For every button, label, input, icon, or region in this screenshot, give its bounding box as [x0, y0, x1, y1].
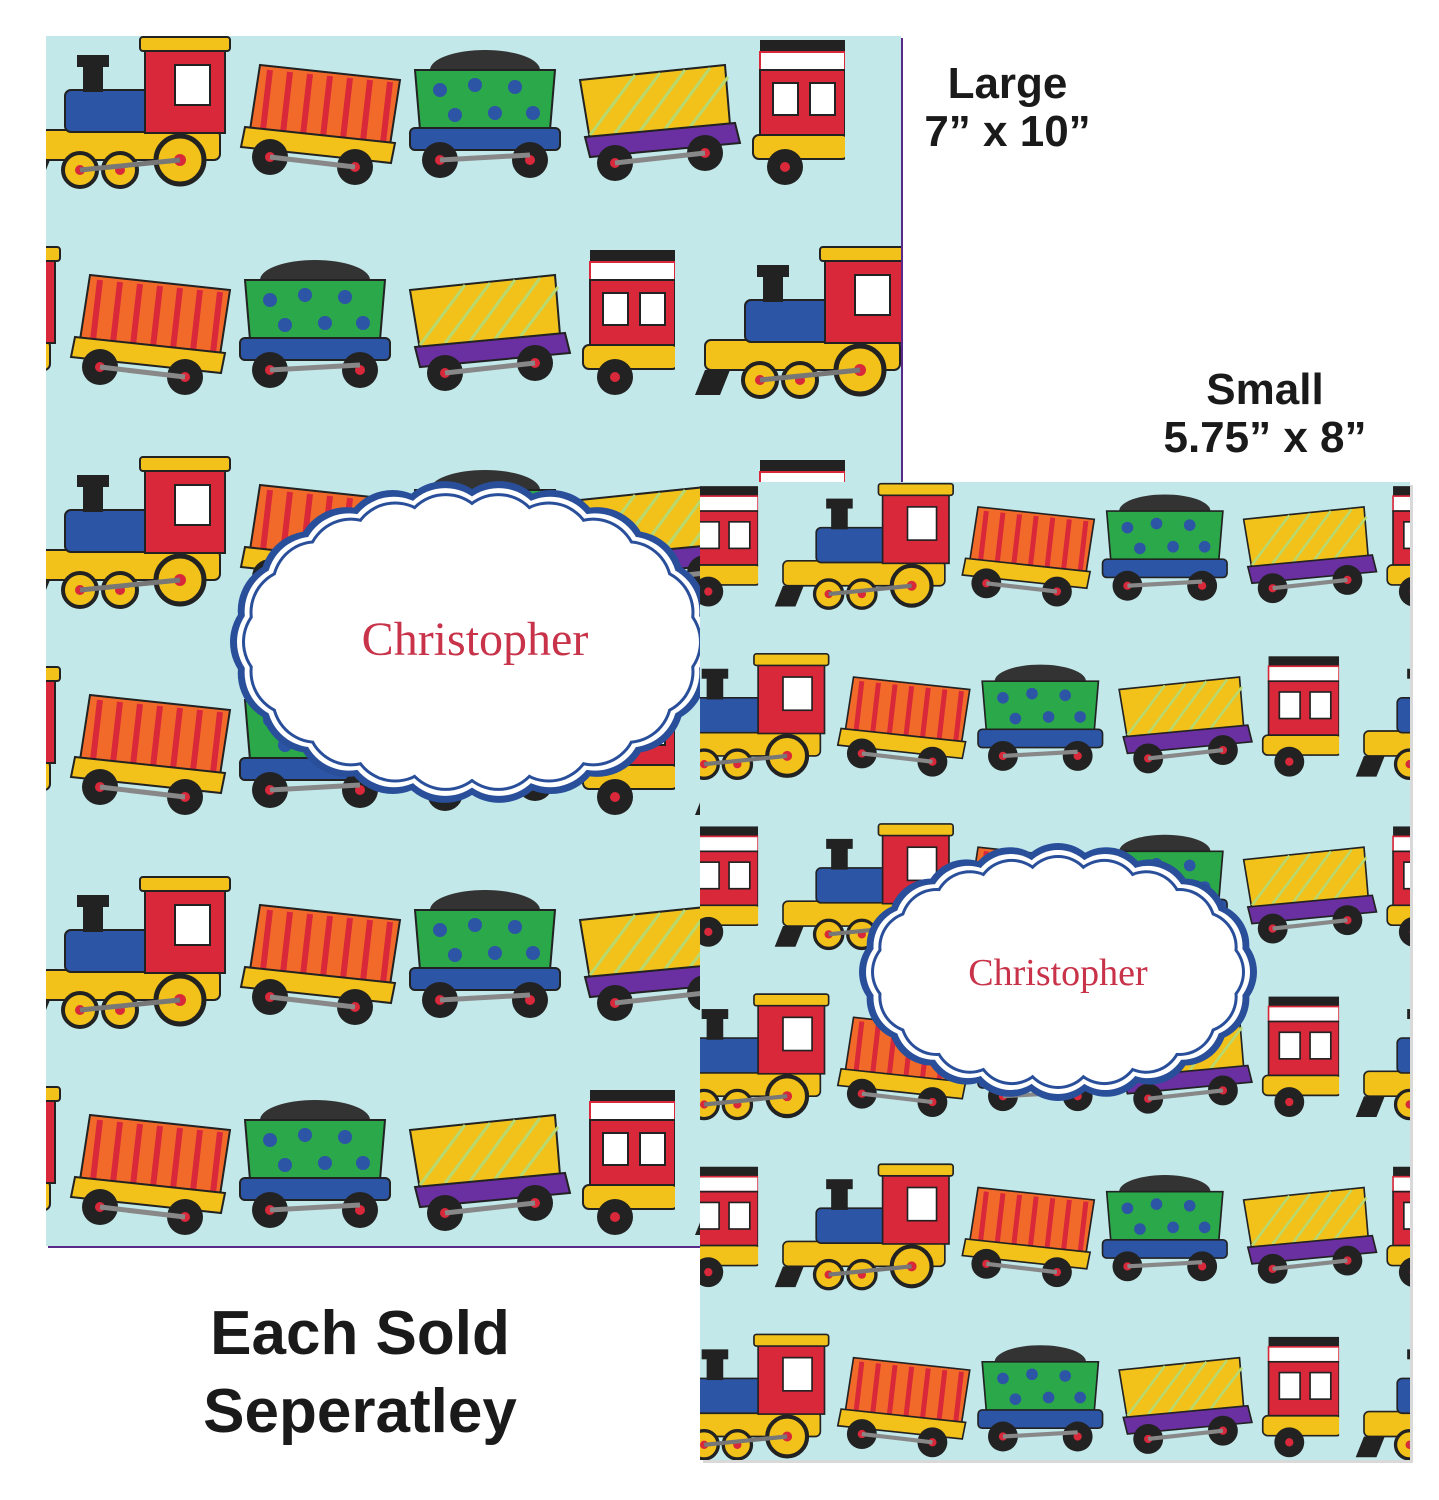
notice-line-1: Each Sold — [210, 1299, 510, 1368]
large-size-label: Large 7” x 10” — [900, 60, 1115, 155]
size-dimensions: 7” x 10” — [924, 106, 1091, 156]
small-notebook: Christopher — [700, 482, 1413, 1463]
small-size-label: Small 5.75” x 8” — [1140, 366, 1390, 461]
name-label-cloud — [859, 843, 1257, 1101]
sold-separately-notice: Each Sold Seperatley — [150, 1295, 570, 1450]
personalized-name: Christopher — [968, 952, 1148, 994]
notice-line-2: Seperatley — [203, 1376, 517, 1446]
personalized-name: Christopher — [362, 613, 589, 666]
cloud-body — [908, 892, 1208, 1052]
size-name: Large — [947, 59, 1068, 108]
size-name: Small — [1206, 365, 1324, 414]
cloud-body — [287, 537, 657, 747]
name-label-cloud — [230, 481, 714, 803]
size-dimensions: 5.75” x 8” — [1163, 412, 1367, 462]
